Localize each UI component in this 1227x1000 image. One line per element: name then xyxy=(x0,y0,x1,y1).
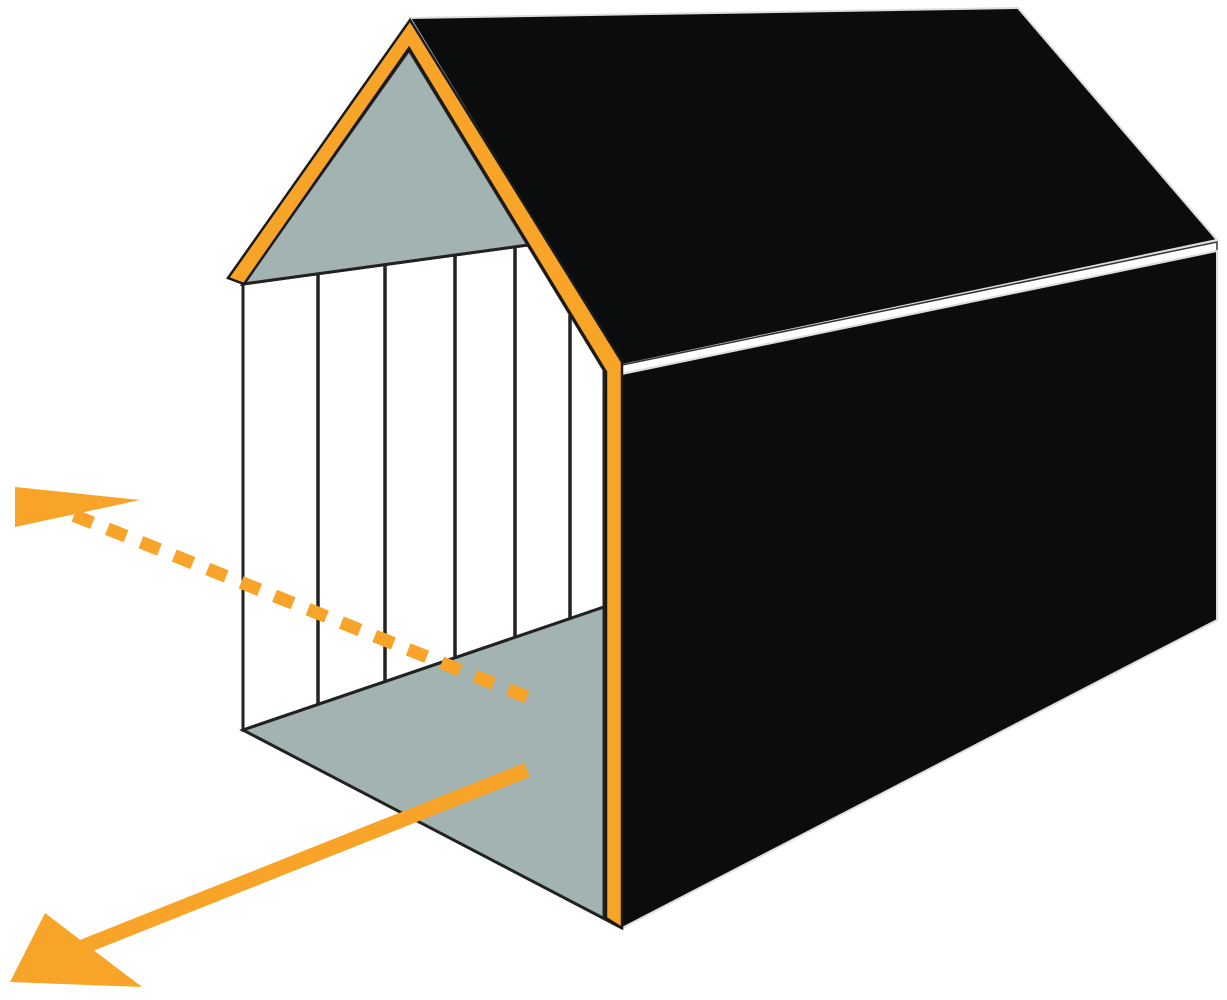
insulation-edge xyxy=(226,17,624,931)
dashed-arrow-head xyxy=(15,487,140,527)
wall-studs xyxy=(316,247,572,705)
dashed-arrow-line xyxy=(65,506,530,704)
floor xyxy=(239,604,623,930)
solid-arrow-head xyxy=(10,913,142,987)
solid-arrow-line xyxy=(77,763,530,955)
